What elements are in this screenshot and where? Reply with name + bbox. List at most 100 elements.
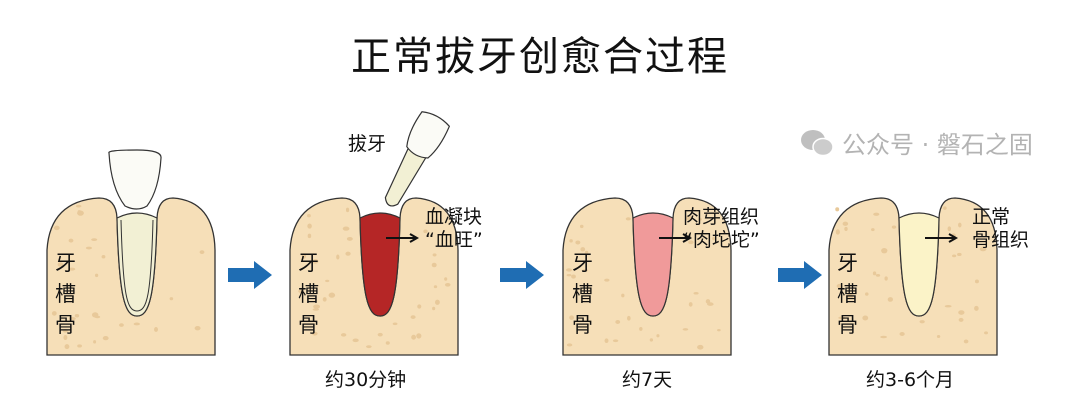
- bone-speck: [974, 279, 979, 284]
- bone-speck: [575, 240, 581, 245]
- bone-speck: [958, 310, 965, 315]
- bone-speck: [566, 343, 573, 347]
- bone-label-1: 牙槽骨: [55, 251, 76, 337]
- bone-speck: [571, 274, 576, 279]
- bone-speck: [345, 251, 351, 256]
- bone-speck: [392, 322, 398, 326]
- bone-speck: [432, 253, 437, 257]
- bone-speck: [566, 268, 572, 272]
- bone-speck: [68, 238, 74, 243]
- bone-speck: [838, 316, 846, 320]
- bone-speck: [656, 334, 660, 338]
- bone-speck: [53, 225, 60, 231]
- bone-speck: [865, 292, 869, 296]
- bone-speck: [873, 212, 880, 216]
- alveolar-bone-panel: [46, 149, 216, 356]
- bone-speck: [312, 308, 320, 311]
- bone-speck: [685, 215, 692, 221]
- bone-speck: [846, 293, 854, 300]
- bone-label-4: 牙槽骨: [837, 251, 858, 337]
- bone-speck: [887, 297, 893, 302]
- bone-speck: [307, 233, 312, 239]
- bone-speck: [154, 327, 158, 332]
- bone-speck: [871, 228, 875, 232]
- bone-speck: [444, 283, 451, 287]
- bone-speck: [952, 254, 957, 258]
- clot-label-line2: “血旺”: [425, 229, 483, 251]
- bone-speck: [957, 252, 962, 257]
- bone-speck: [943, 206, 947, 210]
- bone-speck: [431, 262, 437, 268]
- bone-speck: [604, 338, 609, 344]
- bone-speck: [979, 246, 987, 252]
- bone-speck: [199, 250, 205, 255]
- bone-speck: [51, 311, 57, 316]
- bone-speck: [880, 335, 888, 339]
- bone-speck: [194, 326, 201, 331]
- bone-speck: [688, 240, 694, 245]
- bone-speck: [707, 302, 714, 306]
- bone-speck: [342, 226, 350, 231]
- bone-speck: [69, 317, 76, 321]
- bone-tissue-label-line1: 正常: [972, 206, 1011, 228]
- pointer-arrow-icon: [386, 233, 420, 243]
- bone-speck: [169, 297, 174, 301]
- bone-speck: [328, 292, 336, 298]
- alveolar-bone-panel: [562, 197, 732, 356]
- bone-speck: [844, 226, 848, 232]
- bone-speck: [307, 223, 312, 229]
- bone-speck: [62, 328, 68, 333]
- bone-speck: [313, 304, 320, 309]
- bone-speck: [984, 331, 988, 335]
- watermark-text: 公众号 · 磐石之固: [842, 131, 1033, 159]
- bone-speck: [311, 331, 318, 336]
- bone-speck: [74, 314, 80, 318]
- clot-label: 血凝块“血旺”: [425, 206, 483, 252]
- bone-speck: [77, 210, 81, 213]
- bone-speck: [64, 344, 70, 350]
- time-caption-7days: 约7天: [622, 369, 673, 391]
- bone-speck: [963, 339, 969, 344]
- bone-speck: [352, 338, 359, 343]
- bone-speck: [366, 345, 372, 349]
- bone-speck: [325, 279, 330, 283]
- bone-speck: [842, 221, 849, 226]
- bone-speck: [936, 334, 941, 339]
- bone-speck: [133, 322, 140, 326]
- bone-speck: [884, 276, 888, 281]
- bone-speck: [836, 283, 843, 289]
- root-canal-outline: [120, 219, 154, 312]
- bone-speck: [875, 274, 881, 277]
- bone-speck: [101, 254, 106, 259]
- extracted-tooth-root: [384, 146, 428, 207]
- bone-speck: [717, 328, 721, 332]
- bone-speck: [423, 229, 428, 234]
- bone-speck: [615, 320, 621, 324]
- bone-speck: [835, 207, 840, 212]
- bone-speck: [580, 247, 586, 252]
- bone-label-3: 牙槽骨: [572, 251, 593, 337]
- bone-speck: [958, 222, 962, 228]
- bone-speck: [612, 339, 619, 343]
- bone-speck: [417, 304, 422, 309]
- bone-speck: [119, 323, 124, 327]
- bone-speck: [433, 285, 438, 289]
- bone-speck: [625, 217, 631, 221]
- bone-speck: [93, 340, 97, 344]
- extracted-tooth-crown: [406, 111, 451, 159]
- process-arrow-icon: [500, 261, 544, 289]
- bone-speck: [94, 273, 99, 278]
- extracted-tooth: [384, 111, 451, 207]
- bone-speck: [569, 239, 573, 243]
- bone-speck: [688, 302, 693, 307]
- bone-speck: [298, 289, 303, 294]
- granulation-label: 肉芽组织“肉坨坨”: [683, 206, 760, 252]
- bone-speck: [891, 225, 897, 229]
- alveolar-bone-panel: [289, 197, 459, 356]
- bone-speck: [621, 293, 625, 298]
- bone-speck: [434, 299, 440, 305]
- bone-speck: [322, 297, 327, 302]
- bone-speck: [693, 291, 699, 295]
- bone-speck: [345, 207, 350, 213]
- bone-speck: [91, 238, 98, 242]
